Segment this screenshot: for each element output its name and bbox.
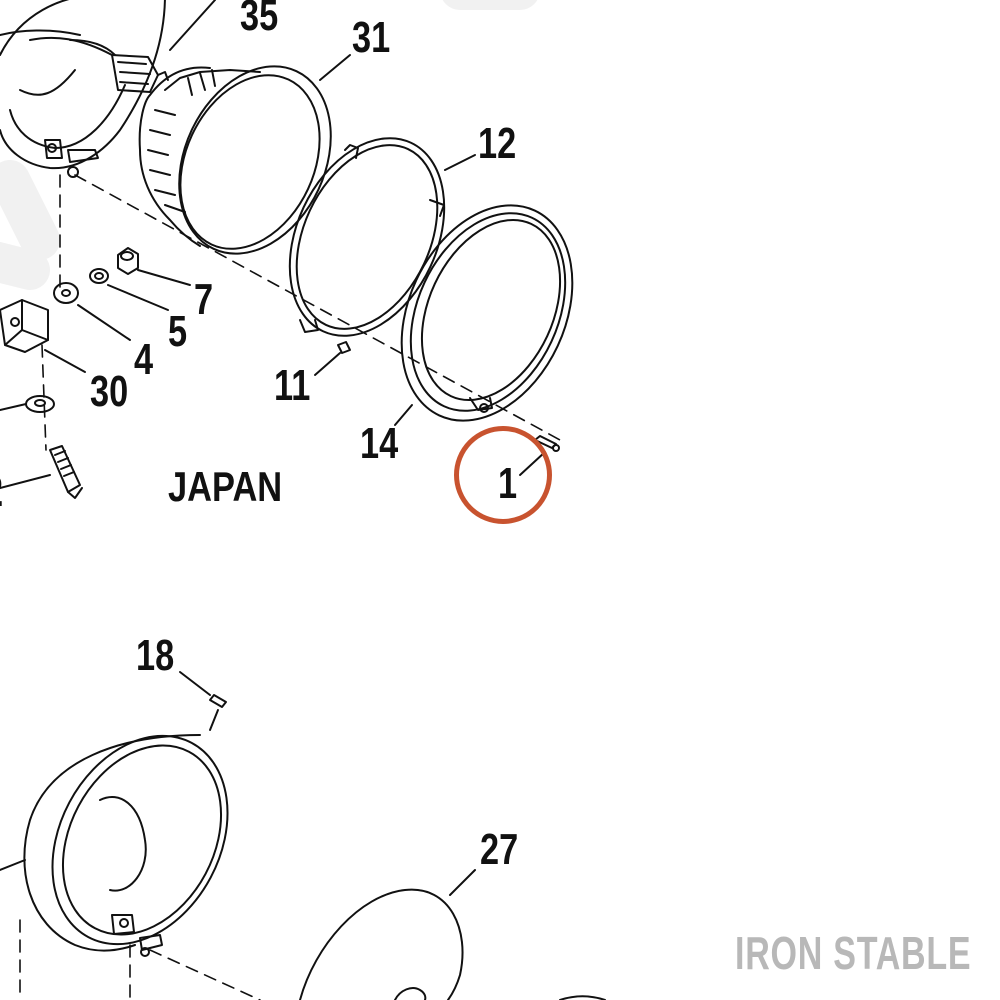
- callout-18: 18: [136, 631, 175, 680]
- part-12-mounting-ring: [288, 137, 476, 337]
- lower-headlamp-housing: [0, 734, 229, 957]
- callout-35: 35: [240, 0, 279, 40]
- background-watermark: [0, 0, 538, 290]
- part-4-washer: [53, 282, 131, 341]
- part-7-nut: [117, 247, 191, 286]
- watermark-text: IRON STABLE: [735, 927, 972, 979]
- part-31-led-headlamp: [138, 54, 351, 255]
- callout-14: 14: [360, 419, 399, 468]
- callout-30: 30: [90, 367, 129, 416]
- callout-31: 31: [352, 13, 391, 62]
- callout-2: 2: [0, 470, 3, 514]
- callout-7: 7: [194, 275, 214, 324]
- part-35-headlamp-housing: [0, 0, 216, 178]
- callout-5: 5: [168, 307, 188, 356]
- part-14-trim-ring: [394, 204, 574, 426]
- region-label: JAPAN: [168, 463, 283, 510]
- callout-4: 4: [134, 335, 154, 384]
- part-18-pin: [179, 671, 227, 731]
- part-30-block: [0, 299, 86, 373]
- part-2-bolt: [0, 395, 83, 499]
- part-11-screw: [314, 341, 351, 376]
- callout-11: 11: [274, 361, 311, 410]
- callout-27: 27: [480, 825, 519, 874]
- assembly-centerlines: [19, 174, 561, 1000]
- highlight-circle-callout-1: [454, 426, 552, 524]
- callout-12: 12: [478, 119, 517, 168]
- part-5-lock-washer: [89, 268, 169, 311]
- part-27-lamp: [299, 869, 606, 1000]
